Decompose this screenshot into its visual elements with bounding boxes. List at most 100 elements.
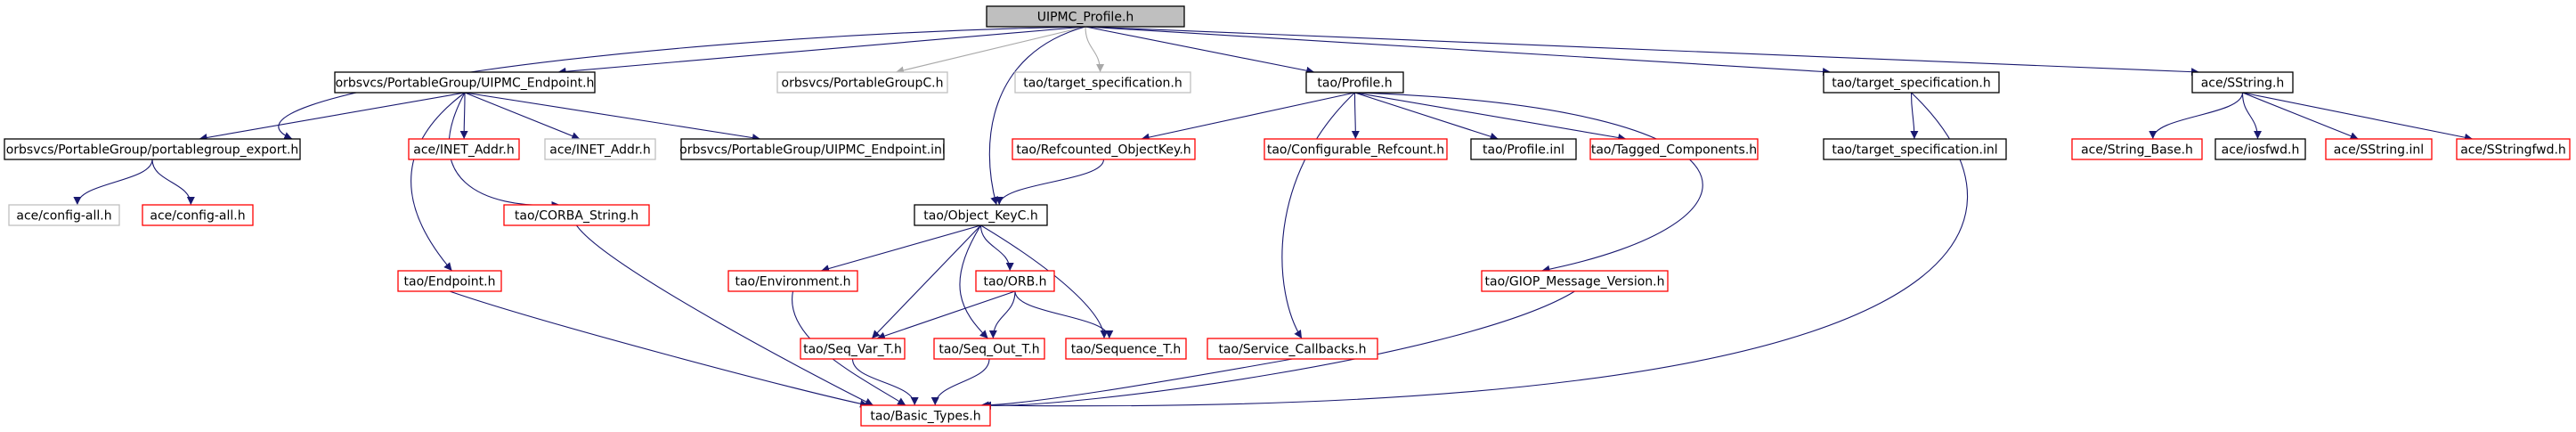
node-box bbox=[1012, 138, 1196, 160]
edge-sstring-h-to-sstringfwd bbox=[2242, 92, 2474, 142]
edge-object-keyc-to-seq-var bbox=[871, 224, 981, 339]
node-label: ace/INET_Addr.h bbox=[549, 143, 651, 158]
edge-object-keyc-to-seq-out bbox=[959, 224, 988, 339]
edge-profile-h-to-giop-ver bbox=[1354, 92, 1703, 273]
node-endpoint-h[interactable]: orbsvcs/PortableGroup/UIPMC_Endpoint.h bbox=[334, 71, 596, 94]
node-box bbox=[397, 270, 502, 292]
node-label: ace/INET_Addr.h bbox=[413, 143, 515, 158]
node-profile-h[interactable]: tao/Profile.h bbox=[1305, 71, 1404, 94]
node-box bbox=[800, 338, 906, 360]
node-box bbox=[914, 204, 1048, 226]
edge-endpoint-h-to-endpoint-tao bbox=[410, 92, 466, 272]
node-conf-refcount[interactable]: tao/Configurable_Refcount.h bbox=[1264, 138, 1448, 160]
edge-root-to-pg-export-h bbox=[278, 26, 1086, 140]
node-pg-export-h[interactable]: orbsvcs/PortableGroup/portablegroup_expo… bbox=[4, 138, 301, 160]
node-inet-addr-red[interactable]: ace/INET_Addr.h bbox=[408, 138, 520, 160]
node-iosfwd[interactable]: ace/iosfwd.h bbox=[2214, 138, 2306, 160]
edge-endpoint-tao-to-basic-types bbox=[449, 290, 869, 408]
node-label: tao/target_specification.h bbox=[1023, 77, 1182, 91]
node-box bbox=[933, 338, 1045, 360]
edge-sstring-h-to-string-base bbox=[2149, 92, 2244, 140]
node-endpoint-tao[interactable]: tao/Endpoint.h bbox=[397, 270, 502, 292]
node-corba-string[interactable]: tao/CORBA_String.h bbox=[503, 204, 650, 226]
edge-object-keyc-to-environment bbox=[820, 224, 981, 273]
edge-root-to-profile-h bbox=[1085, 26, 1315, 75]
node-object-keyc[interactable]: tao/Object_KeyC.h bbox=[914, 204, 1048, 226]
node-box bbox=[680, 138, 945, 160]
node-label: ace/String_Base.h bbox=[2081, 143, 2193, 158]
edge-profile-h-to-tagged-comp bbox=[1354, 92, 1627, 142]
node-service-cb[interactable]: tao/Service_Callbacks.h bbox=[1207, 338, 1378, 360]
edge-profile-h-to-conf-refcount bbox=[1351, 92, 1360, 140]
node-label: ace/config-all.h bbox=[150, 209, 245, 224]
node-label: tao/Refcounted_ObjectKey.h bbox=[1016, 143, 1190, 158]
node-box bbox=[1470, 138, 1577, 160]
node-root[interactable]: UIPMC_Profile.h bbox=[986, 5, 1185, 28]
edge-endpoint-h-to-pg-export-h bbox=[199, 92, 466, 142]
node-label: tao/Profile.h bbox=[1317, 77, 1392, 91]
node-seq-out[interactable]: tao/Seq_Out_T.h bbox=[933, 338, 1045, 360]
node-label: tao/target_specification.h bbox=[1832, 77, 1991, 91]
node-label: tao/ORB.h bbox=[983, 275, 1046, 289]
edge-giop-ver-to-basic-types bbox=[982, 290, 1575, 410]
node-label: ace/SStringfwd.h bbox=[2460, 143, 2566, 158]
edge-root-to-tspec-h bbox=[1085, 26, 1832, 76]
edge-orb-h-to-sequence-t bbox=[1014, 290, 1114, 339]
node-tagged-comp[interactable]: tao/Tagged_Components.h bbox=[1589, 138, 1759, 160]
node-box bbox=[727, 270, 858, 292]
edge-root-to-tspec-h-grey bbox=[1085, 26, 1105, 73]
node-tspec-h-grey[interactable]: tao/target_specification.h bbox=[1014, 71, 1191, 94]
edge-endpoint-h-to-endpoint-inl bbox=[464, 92, 761, 143]
node-box bbox=[975, 270, 1055, 292]
node-box bbox=[1264, 138, 1448, 160]
node-endpoint-inl[interactable]: orbsvcs/PortableGroup/UIPMC_Endpoint.inl bbox=[679, 138, 946, 160]
node-tspec-inl[interactable]: tao/target_specification.inl bbox=[1823, 138, 2007, 160]
node-refcounted-key[interactable]: tao/Refcounted_ObjectKey.h bbox=[1012, 138, 1196, 160]
node-box bbox=[1305, 71, 1404, 94]
node-label: orbsvcs/PortableGroup/portablegroup_expo… bbox=[6, 143, 299, 158]
node-label: tao/Seq_Var_T.h bbox=[803, 343, 902, 357]
node-basic-types[interactable]: tao/Basic_Types.h bbox=[860, 404, 991, 427]
node-label: ace/config-all.h bbox=[16, 209, 111, 224]
edge-endpoint-h-to-inet-addr-red bbox=[459, 92, 468, 140]
node-sequence-t[interactable]: tao/Sequence_T.h bbox=[1065, 338, 1187, 360]
node-config-grey[interactable]: ace/config-all.h bbox=[8, 204, 120, 226]
node-profile-inl[interactable]: tao/Profile.inl bbox=[1470, 138, 1577, 160]
node-label: tao/Object_KeyC.h bbox=[923, 209, 1037, 224]
edge-root-to-sstring-h bbox=[1085, 26, 2200, 77]
node-label: tao/Configurable_Refcount.h bbox=[1267, 143, 1444, 158]
node-sstring-inl[interactable]: ace/SString.inl bbox=[2325, 138, 2433, 160]
edge-orb-h-to-seq-out bbox=[988, 290, 1016, 339]
node-box bbox=[142, 204, 254, 226]
node-sstringfwd[interactable]: ace/SStringfwd.h bbox=[2456, 138, 2571, 160]
node-giop-ver[interactable]: tao/GIOP_Message_Version.h bbox=[1481, 270, 1669, 292]
node-box bbox=[408, 138, 520, 160]
node-box bbox=[503, 204, 650, 226]
node-sstring-h[interactable]: ace/SString.h bbox=[2191, 71, 2294, 94]
node-pgc-h[interactable]: orbsvcs/PortableGroupC.h bbox=[776, 71, 948, 94]
node-seq-var[interactable]: tao/Seq_Var_T.h bbox=[800, 338, 906, 360]
edge-pg-export-h-to-config-red bbox=[151, 159, 195, 206]
node-inet-addr-grey[interactable]: ace/INET_Addr.h bbox=[544, 138, 656, 160]
node-box bbox=[8, 204, 120, 226]
node-label: tao/Environment.h bbox=[735, 275, 850, 289]
node-label: tao/Seq_Out_T.h bbox=[939, 343, 1039, 357]
nodes-layer: UIPMC_Profile.h orbsvcs/PortableGroup/UIP… bbox=[4, 5, 2571, 427]
node-orb-h[interactable]: tao/ORB.h bbox=[975, 270, 1055, 292]
node-label: tao/Endpoint.h bbox=[404, 275, 496, 289]
node-label: tao/Tagged_Components.h bbox=[1591, 143, 1757, 158]
node-box bbox=[1065, 338, 1187, 360]
node-string-base[interactable]: ace/String_Base.h bbox=[2071, 138, 2203, 160]
node-box bbox=[1823, 71, 2000, 94]
node-label: tao/Service_Callbacks.h bbox=[1218, 343, 1366, 357]
node-label: tao/GIOP_Message_Version.h bbox=[1485, 275, 1665, 289]
node-config-red[interactable]: ace/config-all.h bbox=[142, 204, 254, 226]
node-tspec-h[interactable]: tao/target_specification.h bbox=[1823, 71, 2000, 94]
edge-refcounted-key-to-object-keyc bbox=[995, 159, 1105, 206]
node-environment[interactable]: tao/Environment.h bbox=[727, 270, 858, 292]
node-box bbox=[1481, 270, 1669, 292]
node-box bbox=[2191, 71, 2294, 94]
edge-pg-export-h-to-config-grey bbox=[73, 159, 153, 206]
edge-corba-string-to-basic-types bbox=[576, 224, 874, 406]
